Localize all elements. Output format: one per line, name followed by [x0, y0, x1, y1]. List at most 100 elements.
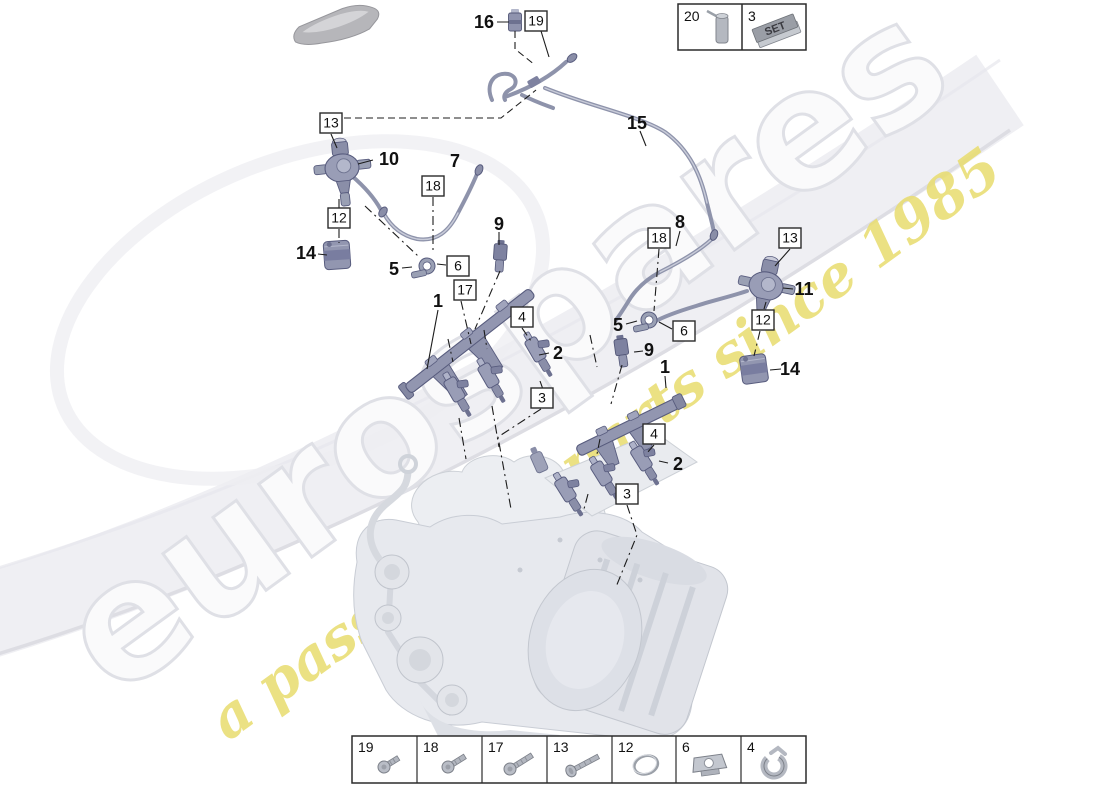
callout-14-right: 14 [780, 359, 800, 379]
svg-text:12: 12 [331, 210, 347, 226]
svg-text:20: 20 [684, 8, 700, 24]
svg-text:18: 18 [425, 178, 441, 194]
fuel-lines [350, 53, 749, 324]
callout-box-4-left: 4 [510, 306, 534, 328]
engine-sump [420, 700, 560, 747]
callout-box-17: 17 [453, 279, 477, 301]
watermark-swoosh [0, 54, 1024, 657]
callout-9-right: 9 [644, 340, 654, 360]
damper-14-right [738, 352, 770, 386]
kit-cell-20: 20 [684, 8, 729, 44]
callout-7: 7 [450, 151, 460, 171]
legend-cell-17: 17 [488, 739, 534, 776]
svg-text:6: 6 [454, 258, 462, 274]
callout-box-3-right: 3 [615, 483, 639, 505]
legend-cell-18: 18 [423, 739, 467, 774]
set-block-icon: SET [751, 13, 802, 48]
kit-box: 20 3 SET [677, 3, 807, 51]
callout-box-12-right: 12 [751, 309, 775, 331]
pan-head-screw-icon [565, 753, 601, 778]
callout-box-6-left: 6 [446, 255, 470, 277]
return-line-hook [487, 71, 518, 102]
callout-15: 15 [627, 113, 647, 133]
line-fitting [474, 164, 484, 176]
callout-box-12-left: 12 [327, 207, 351, 229]
callout-14-left: 14 [296, 243, 316, 263]
svg-text:6: 6 [682, 739, 690, 755]
svg-text:4: 4 [518, 309, 526, 325]
kit-cell-3: 3 SET [748, 8, 802, 48]
svg-text:18: 18 [651, 230, 667, 246]
svg-text:18: 18 [423, 739, 439, 755]
cover-plate [293, 4, 380, 45]
legend-cell-19: 19 [358, 739, 401, 774]
callout-8: 8 [675, 212, 685, 232]
callout-1-left: 1 [433, 291, 443, 311]
svg-text:13: 13 [782, 230, 798, 246]
callout-2-right: 2 [673, 454, 683, 474]
fuel-line-7-highlight [383, 212, 459, 241]
callout-1-right: 1 [660, 357, 670, 377]
line-fitting [378, 206, 388, 218]
svg-text:19: 19 [358, 739, 374, 755]
pump11-line [652, 289, 749, 324]
solid-leaders [317, 21, 794, 464]
fuel-line-15-highlight [544, 87, 708, 204]
leader-lines [317, 21, 794, 588]
flange-screw-short-icon [377, 755, 401, 774]
clamp-5-left [408, 256, 438, 279]
callout-5-right: 5 [613, 315, 623, 335]
watermark-swirl [49, 134, 551, 486]
svg-text:19: 19 [528, 13, 544, 29]
callouts: 16 19 13 10 12 14 7 18 5 6 9 1 17 4 2 3 … [296, 10, 814, 505]
svg-text:3: 3 [623, 486, 631, 502]
svg-text:3: 3 [538, 390, 546, 406]
svg-text:4: 4 [650, 426, 658, 442]
callout-box-13-right: 13 [778, 227, 802, 249]
callout-box-18-left: 18 [421, 175, 445, 197]
engine-bellhousing-inner [545, 591, 625, 689]
damper-14-left [322, 239, 352, 271]
engine-hose [366, 469, 412, 563]
flange-screw-medium-icon [441, 753, 467, 774]
callout-11: 11 [794, 279, 813, 299]
callout-9-left: 9 [494, 214, 504, 234]
svg-text:4: 4 [747, 739, 755, 755]
line-fitting [709, 229, 719, 241]
cage-nut-icon [692, 753, 728, 777]
callout-2-left: 2 [553, 343, 563, 363]
callout-box-3-left: 3 [530, 387, 554, 409]
watermark-swoosh-edge [0, 128, 1011, 656]
engine-dipstick-ring [398, 454, 418, 474]
callout-5-left: 5 [389, 259, 399, 279]
callout-box-19: 19 [524, 10, 548, 32]
callout-10: 10 [379, 149, 399, 169]
svg-text:3: 3 [748, 8, 756, 24]
callout-box-4-right: 4 [642, 423, 666, 445]
dashed-references [344, 31, 537, 119]
return-line-branch [520, 93, 555, 110]
legend-cell-12: 12 [618, 739, 660, 776]
legend-cell-6: 6 [682, 739, 728, 777]
svg-text:13: 13 [553, 739, 569, 755]
hardware-legend: 19 18 17 13 [351, 735, 807, 784]
fuel-line-8-highlight [659, 238, 713, 273]
svg-text:6: 6 [680, 323, 688, 339]
callout-box-13-left: 13 [319, 112, 343, 134]
svg-text:17: 17 [488, 739, 504, 755]
seated-injector [530, 446, 549, 474]
line-fitting [566, 53, 578, 63]
callout-16: 16 [474, 12, 494, 32]
svg-text:12: 12 [618, 739, 634, 755]
clip-16 [508, 9, 522, 32]
engine-illustration [353, 431, 729, 747]
pump10-outlet [350, 174, 383, 212]
spray-can-icon [706, 9, 729, 44]
svg-text:13: 13 [323, 115, 339, 131]
line-bracket [527, 76, 541, 88]
legend-cell-13: 13 [553, 739, 601, 778]
svg-text:12: 12 [755, 312, 771, 328]
svg-text:17: 17 [457, 282, 473, 298]
